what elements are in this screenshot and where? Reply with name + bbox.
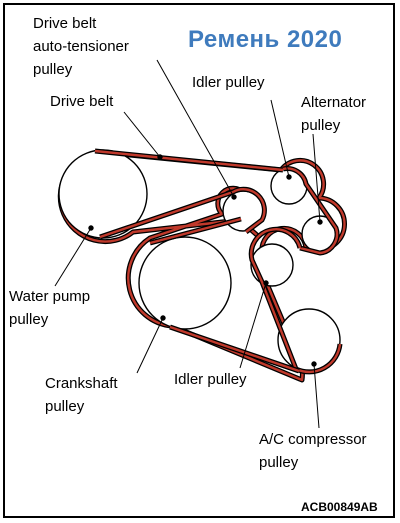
figure-border xyxy=(3,3,395,518)
label-crankshaft-pulley: Crankshaft pulley xyxy=(45,375,118,415)
crankshaft-pulley xyxy=(138,236,232,330)
label-idler-pulley-bottom: Idler pulley xyxy=(174,371,247,388)
belt-wraps xyxy=(94,148,343,375)
figure-code: ACB00849AB xyxy=(301,500,378,514)
label-drive-belt-auto-tensioner-pulley: Drive belt auto-tensioner pulley xyxy=(33,15,129,78)
label-water-pump-pulley: Water pump pulley xyxy=(9,288,91,328)
label-drive-belt: Drive belt xyxy=(50,93,114,110)
label-ac-compressor-pulley: A/C compressor pulley xyxy=(259,431,367,471)
label-idler-pulley-top: Idler pulley xyxy=(192,74,265,91)
leader-lines xyxy=(54,59,323,429)
idler-pulley-bottom xyxy=(250,243,294,287)
label-alternator-pulley: Alternator pulley xyxy=(301,94,367,134)
diagram-title: Ремень 2020 xyxy=(188,26,343,53)
